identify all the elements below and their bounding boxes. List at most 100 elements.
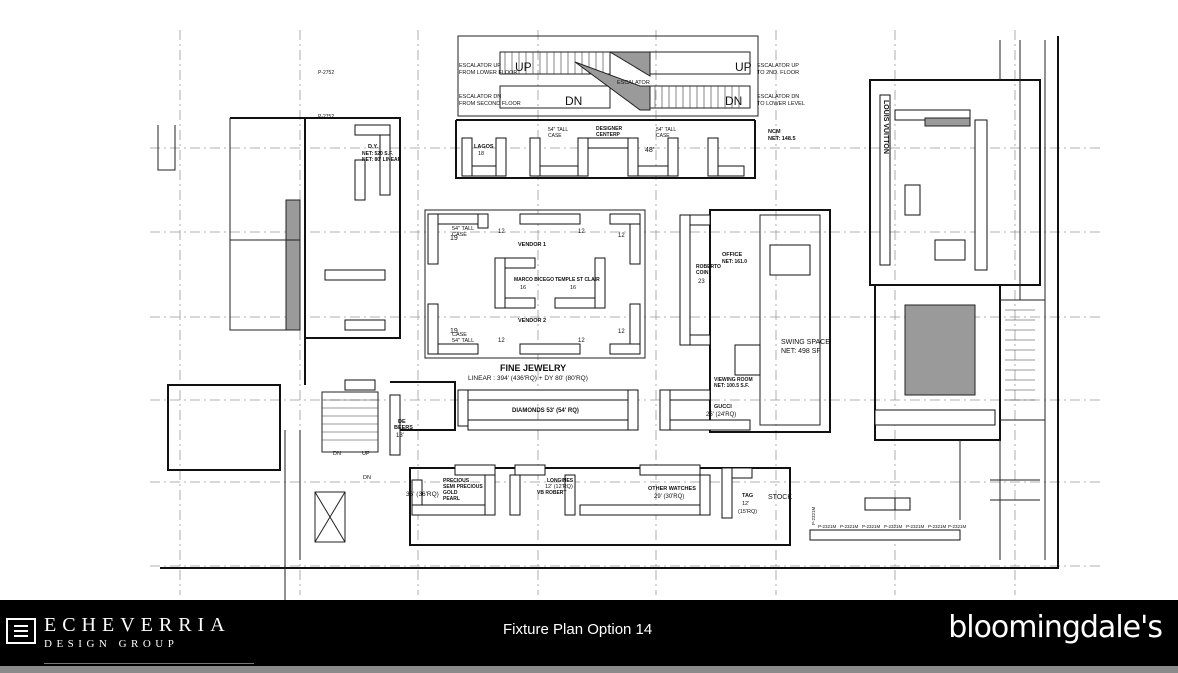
plan-labels: P-2752 P-2752 ESCALATOR UP FROM LOWER FL… <box>318 60 967 529</box>
label-n12c: 12 <box>618 233 625 239</box>
footer-bar: ECHEVERRIA DESIGN GROUP Fixture Plan Opt… <box>0 600 1178 666</box>
escalators <box>457 35 759 117</box>
label-other-watches: OTHER WATCHES <box>648 486 696 492</box>
label-temple-st-clair: TEMPLE ST CLAIR <box>555 277 600 283</box>
label-designer-centerp2: CENTERP <box>596 132 621 138</box>
label-dn-stair2: DN <box>363 475 371 481</box>
label-roberto-coin2: COIN <box>696 270 709 276</box>
stairs <box>314 309 1035 543</box>
label-lagos-num: 18 <box>478 151 484 157</box>
label-viewing-net: NET: 100.5 S.F. <box>714 383 750 389</box>
label-ow-len: 29' (30'RQ) <box>654 494 684 500</box>
label-vendor2: VENDOR 2 <box>518 318 546 324</box>
label-vendor1: VENDOR 1 <box>518 242 546 248</box>
label-louis-vuitton: LOUIS VUITTON <box>882 100 889 154</box>
label-p2321e: P-2321M <box>906 524 925 529</box>
label-semi-precious: SEMI PRECIOUS <box>443 484 483 490</box>
floor-plan: P-2752 P-2752 ESCALATOR UP FROM LOWER FL… <box>150 30 1100 600</box>
label-precious-len: 36' (36'RQ) <box>406 491 439 498</box>
label-dn-left: DN <box>565 94 582 108</box>
label-p2321d: P-2321M <box>884 524 903 529</box>
label-viewing-room: VIEWING ROOM <box>714 377 753 383</box>
label-tall-case-2: 54" TALL <box>656 127 676 133</box>
label-ncm-net: NET: 148.5 <box>768 136 796 142</box>
label-up-left: UP <box>515 60 532 74</box>
label-rc-num: 23 <box>698 279 705 285</box>
label-precious: PRECIOUS <box>443 478 470 484</box>
label-vb-robert: VB ROBERT <box>537 490 566 496</box>
label-pearl: PEARL <box>443 496 460 502</box>
label-n12a: 12 <box>498 229 505 235</box>
label-esc-up-lower2: FROM LOWER FLOOR <box>459 70 517 76</box>
label-n12b: 12 <box>578 229 585 235</box>
label-case-54-tl: 54" TALL <box>452 226 474 232</box>
label-longines-len: 12' (12'RQ) <box>545 484 573 490</box>
label-n12f: 12 <box>578 338 585 344</box>
label-tsc-num: 16 <box>570 285 576 291</box>
label-tall-case-1b: CASE <box>548 133 562 139</box>
label-tag-len: 12' <box>742 501 749 507</box>
label-case-54-bl: CASE <box>452 332 467 338</box>
fixtures <box>324 94 996 541</box>
label-n19a: 19 <box>450 235 458 242</box>
label-fj-linear: LINEAR : 394' (436'RQ) + DY 80' (80'RQ) <box>468 375 588 382</box>
label-de-beers: DE <box>398 419 406 425</box>
label-fine-jewelry: FINE JEWELRY <box>500 363 566 373</box>
label-dy-net: NET: 520 S.F. <box>362 151 393 157</box>
label-longines: LONGINES <box>547 478 574 484</box>
bloomingdales-logo: bloomingdale's <box>948 610 1163 645</box>
label-esc-up-lower: ESCALATOR UP <box>459 63 501 69</box>
label-lagos: LAGOS <box>474 144 494 150</box>
label-de-beers2: BEERS <box>394 425 413 431</box>
label-gucci-len: 26' (24'RQ) <box>706 412 736 418</box>
label-up-right: UP <box>735 60 752 74</box>
label-marco-bicego: MARCO BICEGO <box>514 277 554 283</box>
label-office: OFFICE <box>722 252 742 258</box>
label-p2752-bottom: P-2752 <box>318 114 334 120</box>
label-esc-dn-second2: FROM SECOND FLOOR <box>459 101 521 107</box>
label-len-48: 48' <box>645 147 654 154</box>
label-swing-net: NET: 498 SF <box>781 348 821 355</box>
label-dy-linear: NET: 80' LINEAR <box>362 157 402 163</box>
label-n19b: 19 <box>450 328 458 335</box>
label-escalator: ESCALATOR <box>617 80 650 86</box>
label-p2321v: P-2321M <box>811 506 816 525</box>
label-gold: GOLD <box>443 490 458 496</box>
echeverria-logo-icon <box>6 618 36 644</box>
label-p2321f: P-2321M <box>928 524 947 529</box>
label-esc-dn-second: ESCALATOR DN <box>459 94 501 100</box>
label-de-beers-len: 13' <box>396 433 404 439</box>
plan-title: Fixture Plan Option 14 <box>503 621 653 638</box>
label-designer-centerp: DESIGNER <box>596 126 623 132</box>
label-case-54-bl2: 54" TALL <box>452 338 474 344</box>
logo-wordmark-bottom: DESIGN GROUP <box>44 638 179 650</box>
label-stock: STOCK <box>768 494 792 501</box>
label-roberto-coin: ROBERTO <box>696 264 721 270</box>
label-dn-right: DN <box>725 94 742 108</box>
label-tag: TAG <box>742 493 753 499</box>
label-p2752-top: P-2752 <box>318 70 334 76</box>
label-p2321g: P-2321M <box>948 524 967 529</box>
label-tag-rq: (15'RQ) <box>738 509 757 515</box>
label-diamonds: DIAMONDS 53' (54' RQ) <box>512 408 579 414</box>
label-n12e: 12 <box>498 338 505 344</box>
label-tall-case-2b: CASE <box>656 133 670 139</box>
logo-underline <box>44 663 254 664</box>
label-office-net: NET: 161.0 <box>722 259 747 265</box>
label-n12d: 12 <box>618 329 625 335</box>
label-case-54-tl2: CASE <box>452 232 467 238</box>
label-esc-dn-lower: ESCALATOR DN <box>757 94 799 100</box>
label-esc-up-2nd2: TO 2ND. FLOOR <box>757 70 799 76</box>
label-ncm: NCM <box>768 129 781 135</box>
label-tall-case-1: 54" TALL <box>548 127 568 133</box>
label-dy: D.Y. <box>368 144 379 150</box>
label-p2321b: P-2321M <box>840 524 859 529</box>
label-esc-dn-lower2: TO LOWER LEVEL <box>757 101 805 107</box>
footer-strip <box>0 666 1178 673</box>
label-p2321c: P-2321M <box>862 524 881 529</box>
label-dn-stair: DN <box>333 451 341 457</box>
label-mb-num: 16 <box>520 285 526 291</box>
label-swing-space: SWING SPACE <box>781 339 830 346</box>
label-p2321a: P-2321M <box>818 524 837 529</box>
label-esc-up-2nd: ESCALATOR UP <box>757 63 799 69</box>
